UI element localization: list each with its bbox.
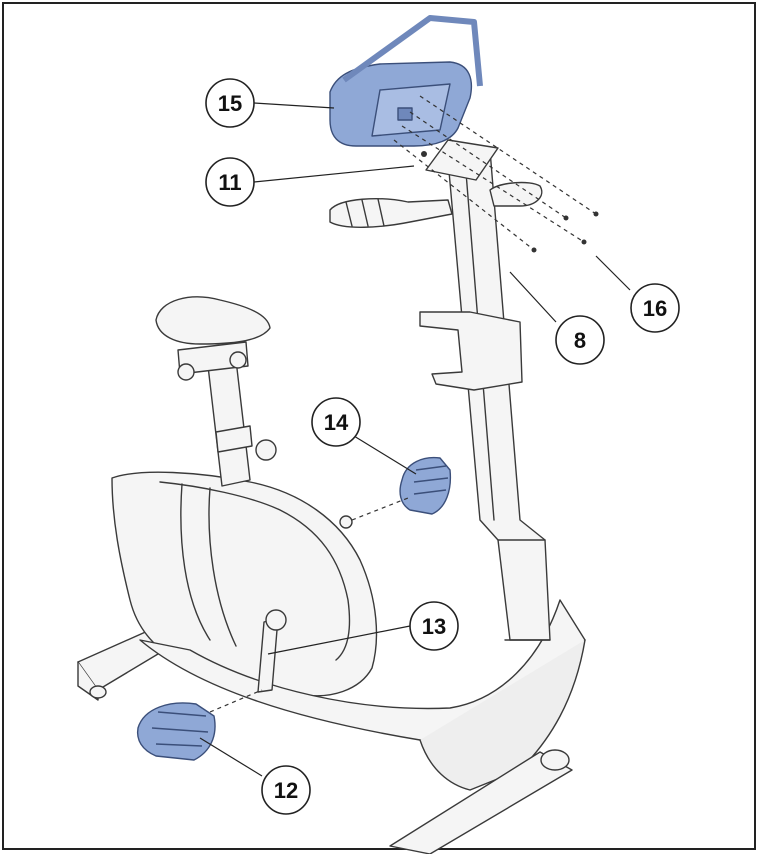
callout-label-13: 13: [422, 614, 446, 639]
saddle: [155, 296, 271, 345]
callout-circle-8: [555, 315, 605, 365]
callout-label-15: 15: [218, 91, 242, 116]
callout-circle-15: [205, 78, 255, 128]
callout-circle-11: [205, 157, 255, 207]
callout-label-16: 16: [643, 296, 667, 321]
callout-label-8: 8: [574, 328, 586, 353]
frame-shroud: [111, 471, 378, 697]
bottle-holder: [419, 311, 523, 391]
lower-frame: [139, 599, 586, 743]
callout-circle-14: [311, 397, 361, 447]
callout-label-14: 14: [324, 410, 349, 435]
callout-circle-12: [261, 765, 311, 815]
callout-label-11: 11: [218, 170, 241, 195]
callout-circle-16: [630, 283, 680, 333]
handlebar: [329, 198, 453, 228]
callout-circle-13: [409, 601, 459, 651]
callout-label-12: 12: [274, 778, 298, 803]
console-handle: [342, 15, 483, 87]
front-stabilizer: [389, 751, 573, 854]
